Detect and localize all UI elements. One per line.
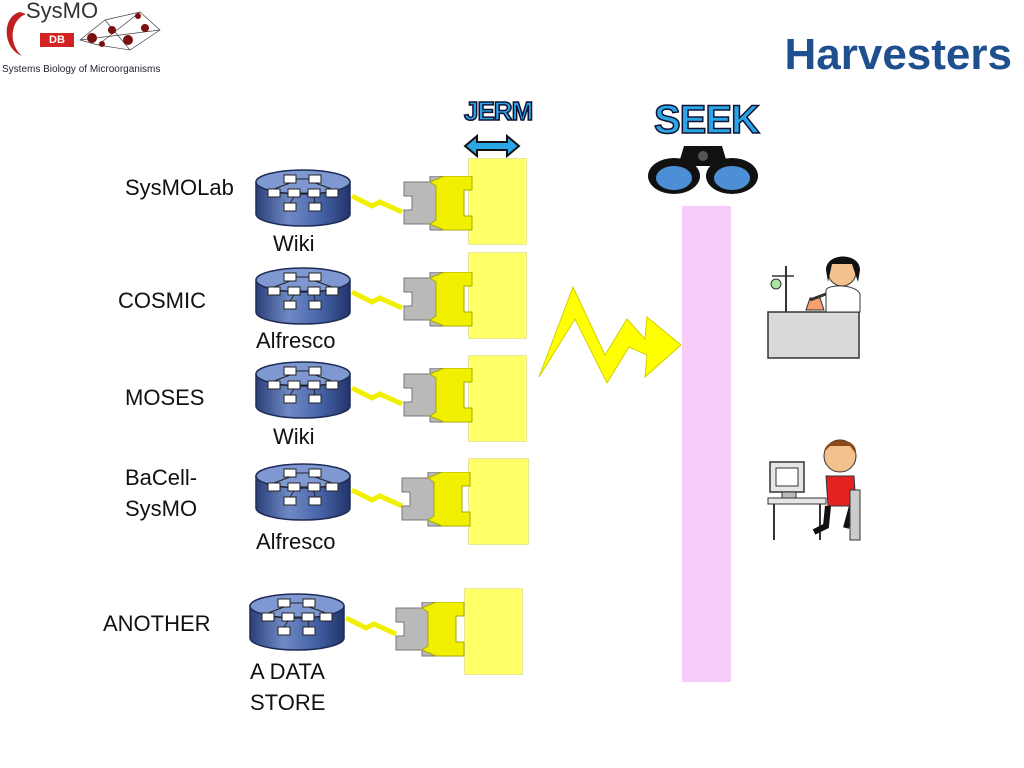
puzzle-adapter-icon: [403, 368, 473, 423]
sysmo-db-logo: SysMO DB Systems Biology of Microorganis…: [0, 0, 175, 80]
lightning-bolt-icon: [350, 385, 404, 407]
puzzle-adapter-icon: [401, 472, 471, 527]
database-icon: [255, 463, 351, 521]
puzzle-adapter-icon: [403, 176, 473, 231]
lightning-bolt-icon: [350, 193, 404, 215]
arrow-left-right-icon: [463, 133, 521, 159]
puzzle-adapter-icon: [395, 602, 465, 657]
jerm-label: JERM: [463, 95, 534, 127]
binoculars-icon: [648, 146, 758, 194]
logo-tagline: Systems Biology of Microorganisms: [2, 64, 161, 75]
source-store-2: Alfresco: [256, 328, 336, 353]
lightning-bolt-icon: [350, 487, 404, 509]
database-icon: [255, 267, 351, 325]
lightning-bolt-icon: [350, 289, 404, 311]
harvester-box-4: [468, 458, 529, 545]
harvester-box-5: [464, 588, 523, 675]
seek-label: SEEK: [653, 97, 760, 143]
source-store-1: Wiki: [273, 231, 315, 256]
page-title: Harvesters: [784, 30, 1013, 79]
source-name-4: BaCell- SysMO: [125, 465, 198, 521]
puzzle-adapter-icon: [403, 272, 473, 327]
source-name-1: SysMOLab: [125, 175, 234, 200]
harvester-box-3: [468, 355, 527, 442]
source-name-2: COSMIC: [118, 288, 206, 313]
logo-wordmark: SysMO: [26, 0, 99, 23]
scientist-lab-icon: [767, 256, 861, 359]
source-store-5: A DATA STORE: [250, 659, 326, 715]
harvester-box-2: [468, 252, 527, 339]
seek-bar: [682, 206, 731, 682]
database-icon: [255, 169, 351, 227]
database-icon: [255, 361, 351, 419]
source-name-5: ANOTHER: [103, 611, 211, 636]
source-store-4: Alfresco: [256, 529, 336, 554]
lightning-bolt-icon: [538, 285, 682, 385]
lightning-bolt-icon: [344, 615, 398, 637]
harvester-box-1: [468, 158, 527, 245]
source-store-3: Wiki: [273, 424, 315, 449]
source-name-3: MOSES: [125, 385, 205, 410]
database-icon: [249, 593, 345, 651]
logo-network-icon: [6, 11, 161, 56]
computer-user-icon: [767, 439, 861, 541]
logo-db-badge: DB: [40, 33, 74, 47]
